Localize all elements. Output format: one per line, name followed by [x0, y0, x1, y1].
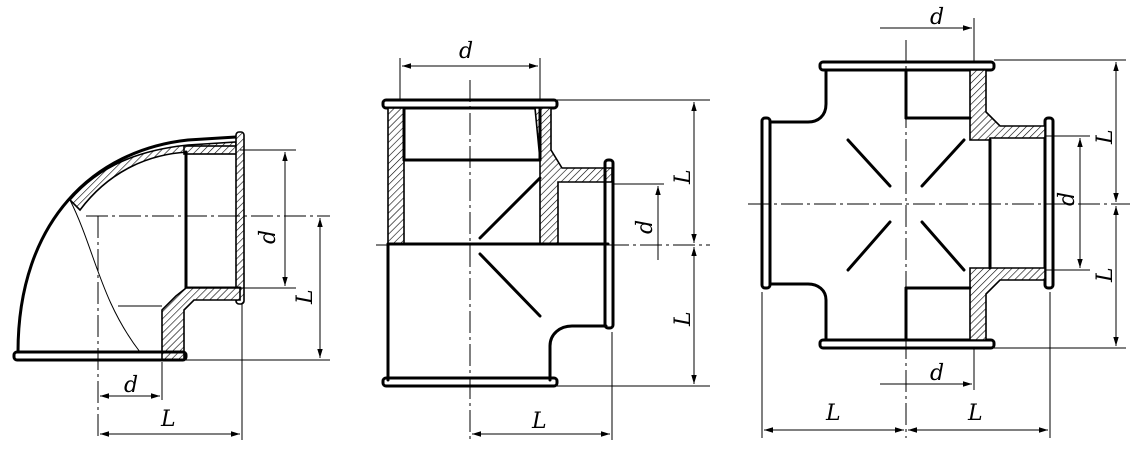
- tee-fitting: d L L d L: [376, 39, 710, 440]
- cross-bottom-rim: [818, 338, 996, 350]
- cross-L-upper-label: L: [1093, 129, 1118, 145]
- cross-right-rim: [1043, 116, 1055, 290]
- tee-d-branch-label: d: [633, 220, 658, 234]
- cross-L-left-label: L: [825, 401, 841, 426]
- tee-d-top-label: d: [459, 39, 473, 64]
- elbow-fitting: d L d L: [12, 131, 330, 440]
- tee-L-upper-label: L: [671, 169, 696, 185]
- tee-L-lower-label: L: [671, 311, 696, 327]
- cross-upper-right-wall: [969, 69, 1046, 141]
- elbow-socket-top-wall: [183, 145, 241, 155]
- elbow-bottom-rim: [12, 350, 188, 362]
- cross-d-right-label: d: [1055, 192, 1080, 206]
- elbow-lower-wall: [161, 287, 241, 361]
- cross-fitting: d L d L d L L: [748, 5, 1130, 438]
- tee-left-wall: [387, 107, 405, 245]
- elbow-end-rim: [235, 131, 245, 305]
- elbow-socket-inner: [184, 150, 242, 290]
- elbow-L-vertical-label: L: [293, 289, 318, 305]
- elbow-d-horizontal-label: d: [124, 373, 138, 398]
- cross-L-right-label: L: [967, 401, 983, 426]
- tee-right-wall: [534, 107, 613, 245]
- elbow-break-line: [69, 199, 141, 353]
- cross-top-rim: [818, 60, 996, 72]
- cross-lower-right-wall: [969, 267, 1046, 341]
- cross-d-bottom-label: d: [930, 361, 944, 386]
- tee-L-bottom-label: L: [531, 409, 547, 434]
- cross-left-rim: [760, 116, 772, 290]
- cross-d-top-label: d: [930, 5, 944, 30]
- cross-L-lower-label: L: [1093, 267, 1118, 283]
- elbow-d-label: d: [256, 230, 281, 244]
- elbow-outer-arc: [16, 135, 238, 354]
- elbow-L-horizontal-label: L: [160, 407, 176, 432]
